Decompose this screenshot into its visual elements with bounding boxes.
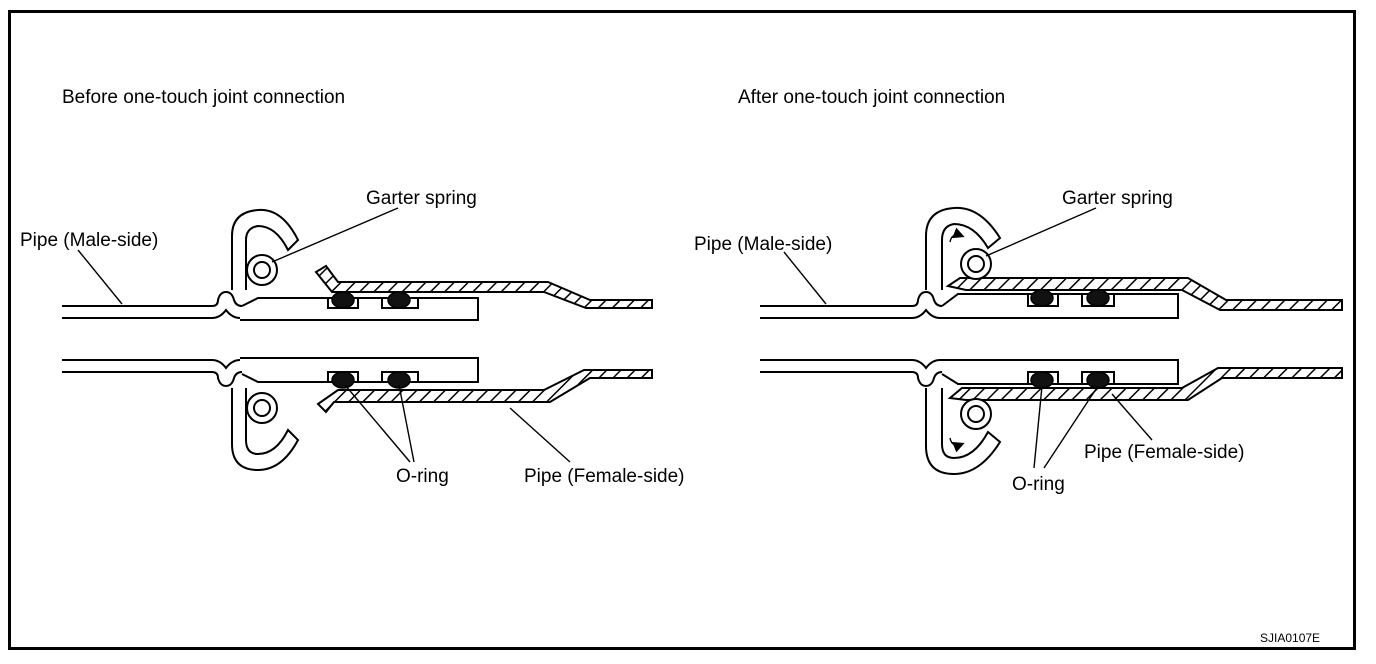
before-garter-spring-leader — [271, 207, 399, 263]
after-pipe-male-leader — [783, 251, 827, 305]
after-o-ring-leader-1 — [1033, 385, 1043, 469]
after-pipe-female-label: Pipe (Female-side) — [1084, 442, 1245, 463]
after-male-pipe-lower — [760, 359, 1179, 388]
after-spring-cage-lower — [925, 388, 1002, 476]
before-spring-cage-upper — [231, 208, 300, 290]
after-garter-spring-upper — [960, 248, 992, 280]
before-o-ring-leader-1 — [344, 384, 411, 463]
after-arrow-upper-icon — [949, 227, 965, 243]
after-panel: After one-touch joint connection — [694, 87, 1343, 495]
before-pipe-female-label: Pipe (Female-side) — [524, 466, 685, 487]
before-pipe-male-leader — [77, 249, 123, 305]
before-pipe-male-label: Pipe (Male-side) — [20, 230, 158, 251]
before-male-pipe-lower — [62, 357, 479, 388]
after-o-ring-upper-2 — [1086, 289, 1110, 307]
before-male-pipe-upper — [62, 290, 479, 321]
before-o-ring-upper-2 — [387, 291, 411, 309]
after-garter-spring-label: Garter spring — [1062, 188, 1173, 209]
before-o-ring-label: O-ring — [396, 466, 449, 487]
before-garter-spring-lower — [246, 392, 278, 424]
diagram-frame — [8, 10, 1356, 650]
after-o-ring-label: O-ring — [1012, 474, 1065, 495]
after-female-pipe-lower — [947, 367, 1343, 401]
before-pipe-female-leader — [509, 407, 571, 463]
after-arrow-lower-icon — [949, 437, 965, 453]
after-o-ring-lower-1 — [1030, 371, 1054, 389]
after-o-ring-lower-2 — [1086, 371, 1110, 389]
after-spring-cage-upper — [925, 206, 1002, 290]
after-o-ring-upper-1 — [1030, 289, 1054, 307]
figure-code: SJIA0107E — [1260, 631, 1320, 645]
before-female-pipe-upper — [314, 264, 653, 309]
before-spring-cage-lower — [231, 388, 300, 472]
after-pipe-male-label: Pipe (Male-side) — [694, 234, 832, 255]
before-garter-spring-upper — [246, 254, 278, 286]
after-garter-spring-lower — [960, 398, 992, 430]
after-female-pipe-upper — [945, 277, 1343, 311]
before-o-ring-upper-1 — [331, 291, 355, 309]
before-seal-grooves — [327, 298, 419, 382]
after-garter-spring-leader — [985, 207, 1097, 257]
before-o-ring-lower-1 — [331, 371, 355, 389]
before-o-ring-leader-2 — [398, 384, 415, 463]
before-panel: Before one-touch joint connection — [20, 87, 685, 487]
before-garter-spring-label: Garter spring — [366, 188, 477, 209]
after-male-pipe-upper — [760, 290, 1179, 319]
after-pipe-female-leader — [1111, 393, 1153, 441]
after-title: After one-touch joint connection — [738, 87, 1005, 108]
before-female-pipe-lower — [316, 369, 653, 414]
after-o-ring-leader-2 — [1043, 385, 1099, 469]
after-seal-grooves — [1027, 294, 1115, 384]
before-title: Before one-touch joint connection — [62, 87, 345, 108]
